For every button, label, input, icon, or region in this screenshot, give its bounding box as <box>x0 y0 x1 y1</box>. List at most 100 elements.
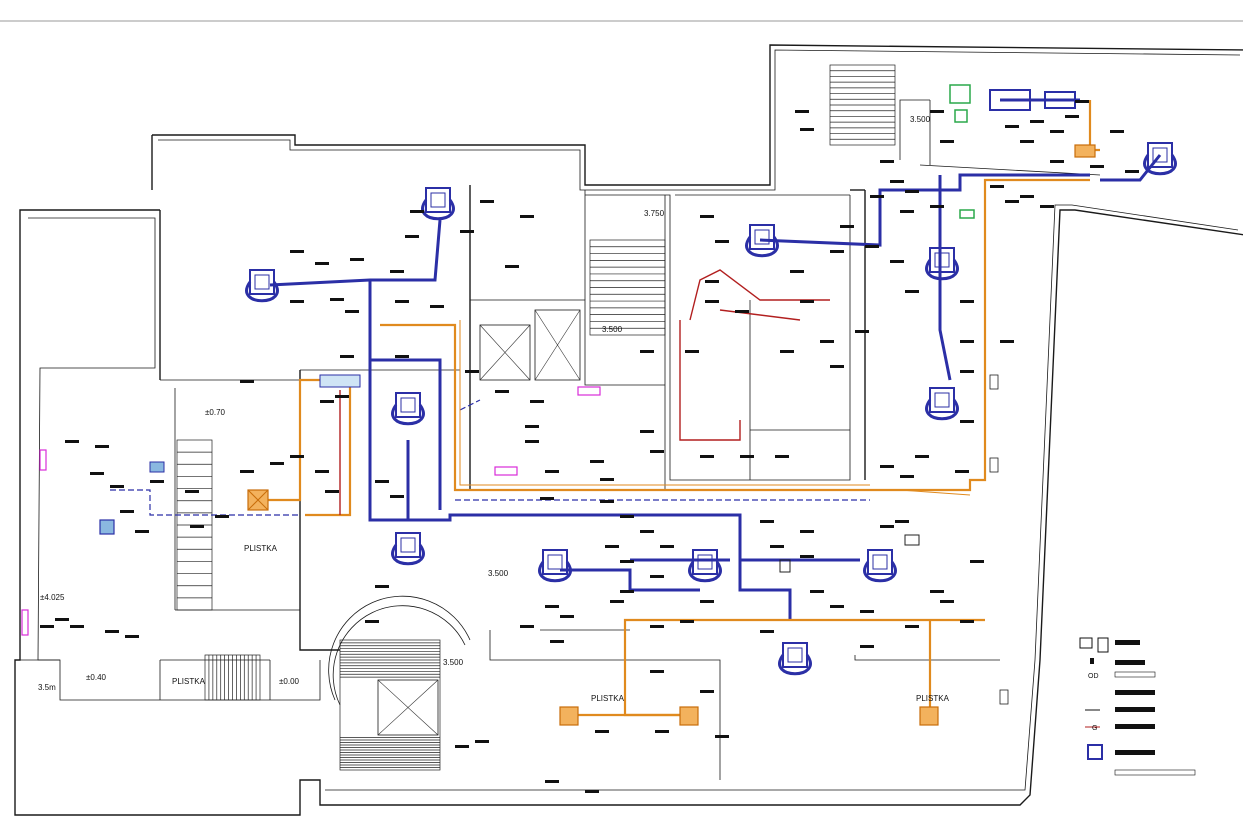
equipment-tag <box>530 400 544 403</box>
equipment-tag <box>390 270 404 273</box>
fan-coil-unit <box>745 224 779 258</box>
equipment-tag <box>495 390 509 393</box>
equipment-tag <box>800 530 814 533</box>
level-label: 3.500 <box>910 115 931 124</box>
equipment-tag <box>800 128 814 131</box>
equipment-tag <box>1090 165 1104 168</box>
fan-coil-unit <box>391 392 425 426</box>
equipment-tag <box>270 462 284 465</box>
equipment-tag <box>940 600 954 603</box>
equipment-tag <box>960 300 974 303</box>
equipment-tag <box>650 575 664 578</box>
room-label: PLISTKA <box>916 694 950 703</box>
fan-coil-unit <box>778 642 812 676</box>
equipment-tag <box>990 185 1004 188</box>
equipment-tag <box>110 485 124 488</box>
equipment-tag <box>405 235 419 238</box>
equipment-tag <box>320 400 334 403</box>
equipment-tag <box>185 490 199 493</box>
equipment-tag <box>475 740 489 743</box>
equipment-tag <box>895 520 909 523</box>
equipment-tag <box>95 445 109 448</box>
equipment-tag <box>640 350 654 353</box>
level-label: 3.500 <box>443 658 464 667</box>
level-label: 3.750 <box>644 209 665 218</box>
equipment-tag <box>135 530 149 533</box>
equipment-tag <box>705 280 719 283</box>
equipment-tag <box>1020 195 1034 198</box>
equipment-tag <box>1110 130 1124 133</box>
equipment-tag <box>525 440 539 443</box>
level-label: ±0.40 <box>86 673 107 682</box>
equipment-tag <box>240 470 254 473</box>
equipment-tag <box>820 340 834 343</box>
equipment-tag <box>840 225 854 228</box>
equipment-tag <box>620 560 634 563</box>
equipment-tag <box>650 450 664 453</box>
equipment-tag <box>395 300 409 303</box>
svg-text:G: G <box>1092 725 1097 732</box>
equipment-tag <box>1125 170 1139 173</box>
equipment-tag <box>640 430 654 433</box>
equipment-tag <box>620 590 634 593</box>
equipment-tag <box>970 560 984 563</box>
legend-arrow-symbol: G <box>1085 724 1155 732</box>
equipment-tag <box>1065 115 1079 118</box>
equipment-tag <box>930 590 944 593</box>
equipment-tag <box>560 615 574 618</box>
equipment-tag <box>345 310 359 313</box>
equipment-tag <box>930 205 944 208</box>
equipment-tag <box>740 455 754 458</box>
equipment-tag <box>700 690 714 693</box>
equipment-tag <box>960 420 974 423</box>
equipment-tag <box>375 585 389 588</box>
room-label: PLISTKA <box>591 694 625 703</box>
equipment-tag <box>1075 100 1089 103</box>
exhaust-fan-unit <box>559 706 579 726</box>
equipment-tag <box>1020 140 1034 143</box>
fan-coil-unit <box>421 187 455 221</box>
equipment-tag <box>960 370 974 373</box>
equipment-tag <box>70 625 84 628</box>
equipment-tag <box>830 365 844 368</box>
equipment-tag <box>590 460 604 463</box>
equipment-tag <box>905 625 919 628</box>
equipment-tag <box>315 262 329 265</box>
equipment-tag <box>610 600 624 603</box>
equipment-tag <box>1030 120 1044 123</box>
legend-valve-symbol <box>1085 690 1155 712</box>
equipment-tag <box>830 250 844 253</box>
equipment-tag <box>960 620 974 623</box>
equipment-tag <box>390 495 404 498</box>
elevator-shafts <box>377 309 581 736</box>
equipment-tag <box>855 330 869 333</box>
level-label: 3.500 <box>602 325 623 334</box>
equipment-tag <box>905 190 919 193</box>
equipment-tag <box>795 110 809 113</box>
svg-text:OD: OD <box>1088 673 1099 680</box>
level-label: ±0.70 <box>205 408 226 417</box>
equipment-tag <box>700 455 714 458</box>
equipment-tag <box>340 355 354 358</box>
equipment-tag <box>955 470 969 473</box>
equipment-tag <box>650 670 664 673</box>
building-outline <box>14 44 1243 816</box>
equipment-tag <box>640 530 654 533</box>
legend: OD G <box>1079 637 1196 776</box>
legend-bar <box>1114 769 1196 776</box>
equipment-tag <box>545 470 559 473</box>
equipment-tag <box>865 245 879 248</box>
equipment-tag <box>455 745 469 748</box>
equipment-tag <box>1040 205 1054 208</box>
equipment-tag <box>790 270 804 273</box>
equipment-tags <box>40 100 1139 793</box>
level-labels: 3.750 3.500 3.500 3.500 3.500 ±0.70 ±4.0… <box>38 115 950 703</box>
equipment-tag <box>330 298 344 301</box>
equipment-tag <box>410 210 424 213</box>
equipment-tag <box>890 180 904 183</box>
equipment-tag <box>680 620 694 623</box>
equipment-tag <box>150 480 164 483</box>
equipment-tag <box>905 290 919 293</box>
level-label: 3.500 <box>488 569 509 578</box>
